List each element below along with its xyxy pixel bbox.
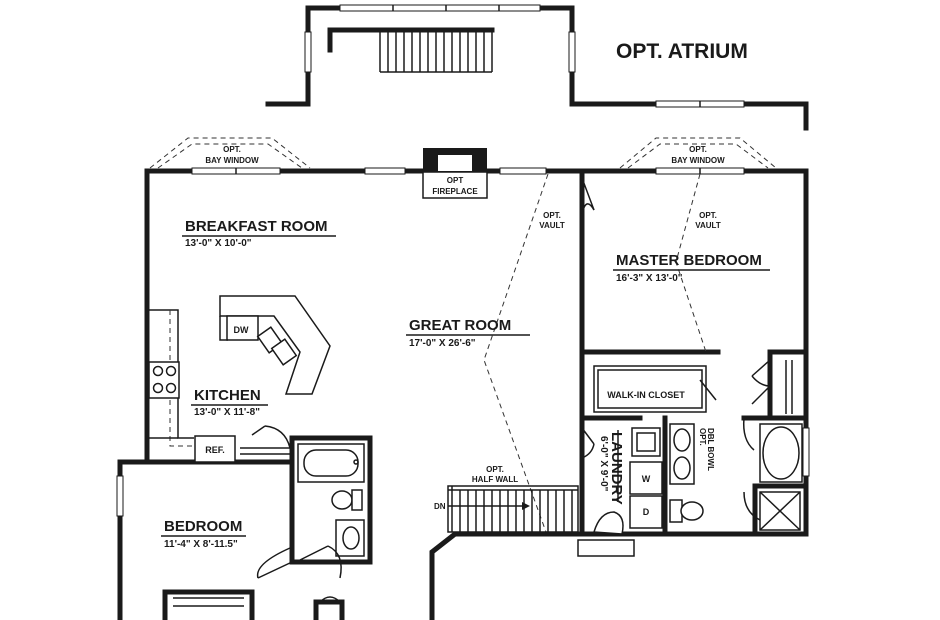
- laundry-dims: 6'-0" X 9'-0": [598, 436, 609, 492]
- pantry-door-icon: [240, 425, 291, 455]
- master-bath-door-icon: [742, 417, 761, 521]
- dishwasher-label: DW: [234, 325, 249, 335]
- dryer-label: D: [643, 507, 650, 517]
- kitchen-sink-icon: [256, 326, 298, 366]
- vault-great-label: VAULT: [539, 221, 565, 230]
- bay-window-left-opt: OPT.: [223, 145, 241, 154]
- vault-line-master: [675, 173, 707, 353]
- kitchen-dims: 13'-0" X 11'-8": [194, 407, 260, 418]
- vault-great-opt: OPT.: [543, 211, 561, 220]
- half-wall-opt: OPT.: [486, 465, 504, 474]
- great-room-dims: 17'-0" X 26'-6": [409, 338, 476, 349]
- atrium-stair: [379, 32, 493, 73]
- toilet-icon: [331, 489, 363, 511]
- bay-window-right: [619, 137, 777, 169]
- stair-dn-label: DN: [434, 502, 446, 511]
- laundry-sink-icon: [631, 427, 661, 457]
- master-bedroom-name: MASTER BEDROOM: [616, 252, 762, 269]
- bedroom-name: BEDROOM: [164, 518, 242, 535]
- master-shower-icon: [759, 491, 801, 531]
- washer: [629, 461, 663, 495]
- fireplace-icon: [422, 148, 488, 199]
- double-bowl-vanity: [669, 423, 695, 485]
- vault-line-great-room: [483, 173, 549, 533]
- bath-sink-icon: [335, 519, 365, 557]
- master-tub-icon: [759, 423, 803, 483]
- laundry-name: LAUNDRY: [608, 432, 625, 505]
- master-door-icon: [581, 177, 595, 215]
- vault-master-label: VAULT: [695, 221, 721, 230]
- stair-down: [447, 485, 579, 533]
- vault-master-opt: OPT.: [699, 211, 717, 220]
- kitchen-name: KITCHEN: [194, 387, 261, 404]
- bathtub-icon: [297, 443, 365, 483]
- washer-label: W: [642, 474, 651, 484]
- fireplace-opt: OPT: [447, 176, 464, 185]
- refrigerator: [194, 435, 236, 463]
- bedroom-closet: [162, 589, 345, 620]
- master-toilet-icon: [669, 499, 704, 523]
- atrium-walls: [265, 4, 809, 131]
- kitchen-island: [219, 295, 331, 395]
- walk-in-closet-label: WALK-IN CLOSET: [607, 390, 685, 400]
- breakfast-room-name: BREAKFAST ROOM: [185, 218, 328, 235]
- bay-window-left: [149, 137, 311, 169]
- laundry-entry-door-icon: [581, 427, 595, 459]
- great-room-name: GREAT ROOM: [409, 317, 511, 334]
- breakfast-room-dims: 13'-0" X 10'-0": [185, 238, 252, 249]
- stair-direction-arrow-icon: [448, 502, 530, 510]
- dbl-bowl-opt: OPT.: [698, 428, 707, 446]
- atrium-title: OPT. ATRIUM: [616, 40, 748, 63]
- bay-window-left-label: BAY WINDOW: [205, 156, 259, 165]
- bay-window-right-label: BAY WINDOW: [671, 156, 725, 165]
- range-icon: [148, 361, 180, 399]
- bay-window-right-opt: OPT.: [689, 145, 707, 154]
- bedroom-dims: 11'-4" X 8'-11.5": [164, 539, 238, 550]
- refrigerator-label: REF.: [205, 445, 225, 455]
- fireplace-label: FIREPLACE: [432, 187, 478, 196]
- walk-in-closet: [593, 365, 717, 413]
- bedroom-door-icon: [256, 545, 342, 579]
- laundry-door-icon: [577, 511, 635, 557]
- half-wall-label: HALF WALL: [472, 475, 518, 484]
- dryer: [629, 495, 663, 529]
- dbl-bowl-label: DBL BOWL: [706, 428, 715, 471]
- master-closet-door-icon: [751, 359, 793, 414]
- master-bedroom-dims: 16'-3" X 13'-0": [616, 273, 683, 284]
